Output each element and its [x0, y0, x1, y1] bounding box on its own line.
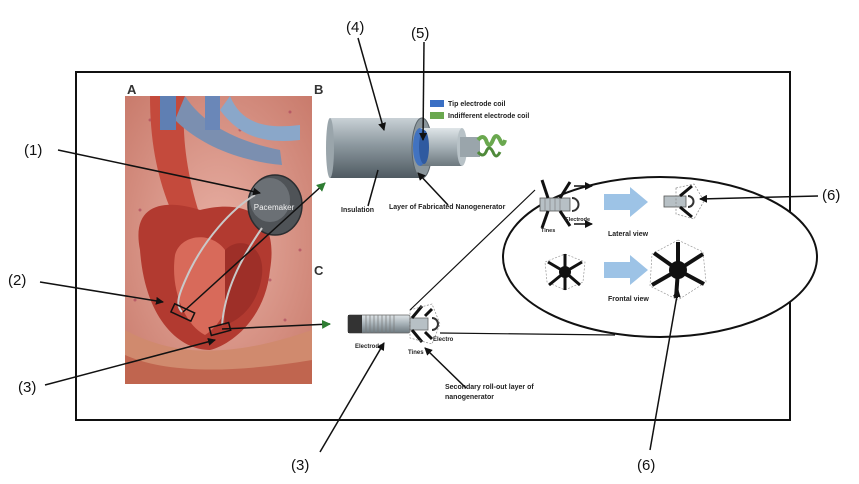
callout-line-insulation: [367, 169, 379, 207]
callout-line-3b: [319, 342, 385, 453]
secondary-layer-label-2: nanogenerator: [445, 394, 494, 401]
nanogenerator-layer-label: Layer of Fabricated Nanogenerator: [389, 204, 506, 211]
callout-line-2: [39, 281, 164, 305]
callout-line-layer: [417, 172, 449, 206]
insulation-label: Insulation: [341, 207, 374, 214]
callout-line-1: [57, 149, 261, 196]
ventricular-lead-tip: [208, 321, 232, 337]
lateral-transform-arrow: [604, 187, 648, 217]
callout-6-bottom: (6): [637, 457, 655, 474]
callout-line-6b: [649, 289, 681, 451]
heart-illustration: Pacemaker: [125, 96, 312, 384]
pacemaker-label: Pacemaker: [254, 203, 295, 212]
callout-2: (2): [8, 272, 26, 289]
c-tines-label: Tines: [408, 350, 424, 356]
callout-6-right: (6): [822, 187, 840, 204]
zoom-connector-upper: [409, 189, 536, 311]
callout-line-secondary: [424, 347, 467, 389]
frontal-view-label: Frontal view: [608, 296, 649, 303]
pointer-ventricular-to-c: [221, 319, 331, 330]
callout-line-5: [419, 41, 428, 141]
panel-label-a: A: [127, 82, 137, 97]
callout-line-6a: [699, 194, 819, 203]
callout-line-4: [357, 37, 386, 131]
frontal-view-before: [544, 253, 586, 291]
panel-label-c: C: [314, 263, 324, 278]
lead-with-tines: [347, 303, 441, 345]
atrial-lead-tip: [169, 302, 196, 323]
callout-line-3a: [44, 337, 216, 386]
legend-tip-electrode: Tip electrode coil: [448, 101, 505, 108]
secondary-layer-label-1: Secondary roll-out layer of: [445, 384, 534, 391]
c-electrode-label: Electrode: [355, 344, 383, 350]
legend-swatch-tip: [430, 100, 444, 107]
zoom-tines-label: Tines: [541, 228, 555, 234]
lateral-view-label: Lateral view: [608, 231, 649, 238]
c-electro-label: Electro: [433, 337, 454, 343]
zoom-connector-lower: [439, 332, 616, 336]
callout-1: (1): [24, 142, 42, 159]
legend-indifferent-electrode: Indifferent electrode coil: [448, 113, 529, 120]
legend-swatch-indifferent: [430, 112, 444, 119]
callout-4: (4): [346, 19, 364, 36]
callout-5: (5): [411, 25, 429, 42]
frontal-view-after: [649, 239, 707, 301]
lead-cross-section: [326, 117, 507, 179]
panel-label-b: B: [314, 82, 323, 97]
frontal-transform-arrow: [604, 255, 648, 285]
pointer-atrial-to-b: [182, 182, 326, 313]
lateral-view-after: [663, 183, 705, 220]
callout-3-left: (3): [18, 379, 36, 396]
lateral-view-before: [539, 179, 593, 229]
callout-3-bottom: (3): [291, 457, 309, 474]
zoom-electrode-label: Electrode: [565, 217, 590, 223]
